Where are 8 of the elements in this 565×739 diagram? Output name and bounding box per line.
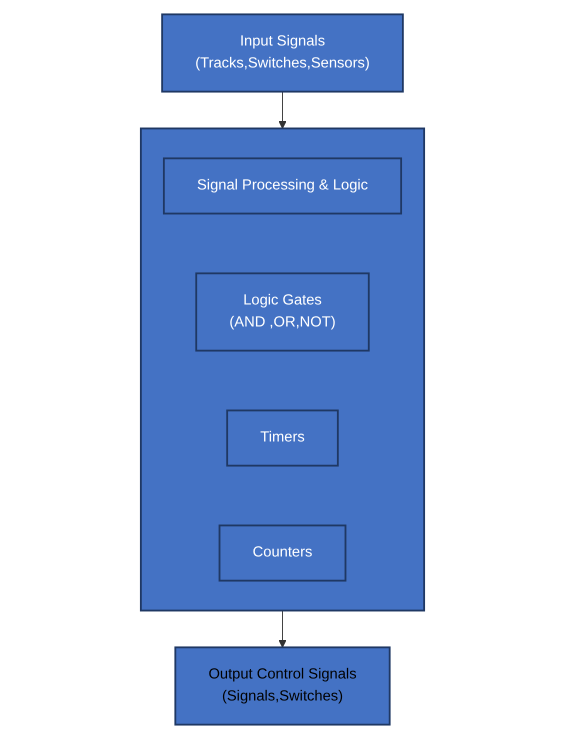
process-box: Input Signals (Tracks,Switches,Sensors) <box>161 13 404 93</box>
process-box: Output Control Signals (Signals,Switches) <box>174 646 391 726</box>
process-box: Signal Processing & Logic <box>162 157 402 214</box>
process-box: Counters <box>218 524 346 582</box>
process-box: Logic Gates (AND ,OR,NOT) <box>195 272 370 352</box>
process-box: Timers <box>226 410 339 467</box>
arrow <box>278 610 287 648</box>
arrow <box>278 91 287 129</box>
